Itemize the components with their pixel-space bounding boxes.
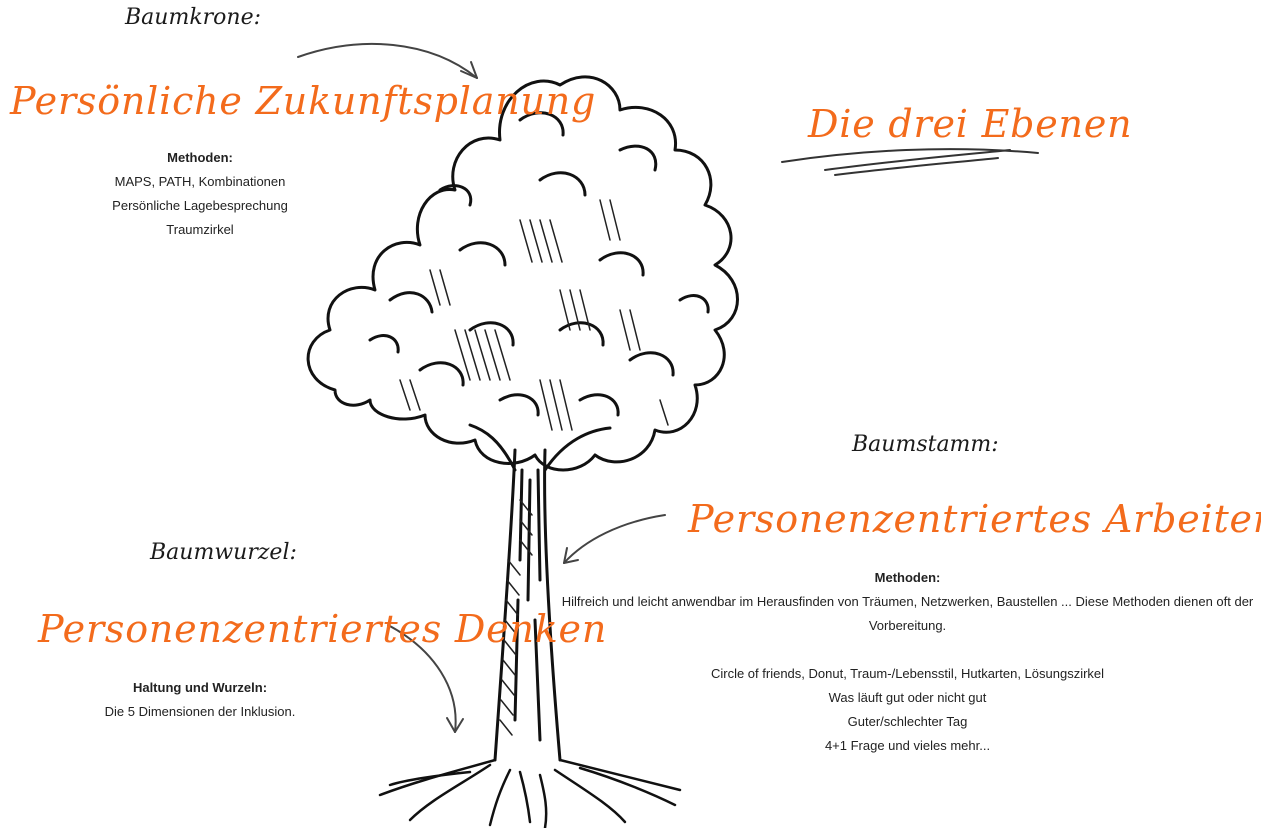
crown-title: Persönliche Zukunftsplanung [10,79,597,123]
roots-content: Haltung und Wurzeln: Die 5 Dimensionen d… [70,676,330,724]
trunk-method-item: Guter/schlechter Tag [847,714,968,729]
roots-title: Personenzentriertes Denken [38,607,608,651]
crown-method-item: Persönliche Lagebesprechung [112,198,288,213]
crown-method-item: Traumzirkel [166,222,234,237]
crown-label: Baumkrone: [125,5,262,30]
trunk-description-line: Hilfreich und leicht anwendbar im Heraus… [561,594,1254,609]
spacer [560,638,1255,662]
tree-crown-hatching [399,199,669,431]
tree-trunk [468,423,612,762]
trunk-method-item: 4+1 Frage und vieles mehr... [824,738,991,753]
roots-heading: Haltung und Wurzeln: [132,680,268,695]
arrow-trunk [563,514,666,564]
roots-text: Die 5 Dimensionen der Inklusion. [104,704,296,719]
crown-method-item: MAPS, PATH, Kombinationen [114,174,286,189]
tree-trunk-hatching [499,499,533,736]
trunk-method-item: Circle of friends, Donut, Traum-/Lebenss… [710,666,1105,681]
crown-methods: Methoden: MAPS, PATH, Kombinationen Pers… [70,146,330,242]
trunk-description-line: Vorbereitung. [868,618,947,633]
trunk-title: Personenzentriertes Arbeiten/Alltag [688,497,1261,541]
roots-label: Baumwurzel: [150,540,297,565]
arrow-roots [387,624,464,733]
trunk-label: Baumstamm: [852,432,999,457]
trunk-method-item: Was läuft gut oder nicht gut [828,690,987,705]
title-underline [781,148,1039,176]
arrow-crown [297,42,478,79]
crown-methods-heading: Methoden: [167,150,233,165]
tree-roots [378,758,682,828]
trunk-methods-heading: Methoden: [874,570,941,585]
trunk-methods: Methoden: Hilfreich und leicht anwendbar… [560,566,1255,758]
tree-crown [306,75,739,472]
page-title: Die drei Ebenen [808,102,1133,146]
